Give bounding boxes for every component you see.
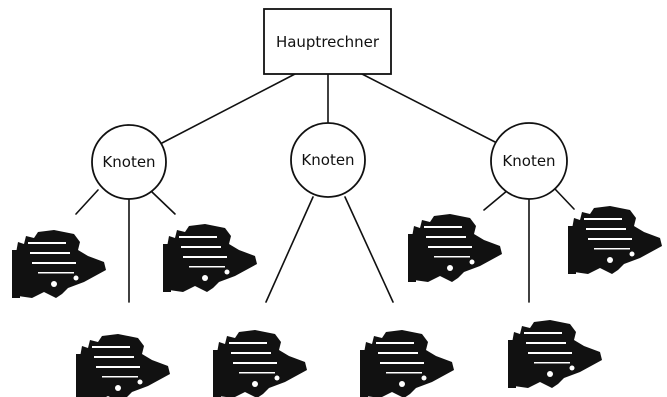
printing-machine-icon bbox=[76, 334, 170, 397]
edge-node-3-machine-3 bbox=[483, 189, 509, 211]
printing-machine-icon bbox=[213, 330, 307, 397]
printing-machine-icon bbox=[12, 230, 106, 298]
main-computer-box: Hauptrechner bbox=[263, 8, 392, 75]
printing-machine-icon bbox=[360, 330, 454, 397]
main-computer-label: Hauptrechner bbox=[276, 33, 380, 51]
node-3: Knoten bbox=[490, 122, 568, 200]
printing-machine-icon bbox=[408, 214, 502, 282]
edge-root-node-1 bbox=[161, 73, 296, 144]
edge-node-2-machine-5 bbox=[265, 196, 314, 303]
edge-root-node-3 bbox=[361, 73, 498, 144]
printing-machine-icon bbox=[163, 224, 257, 292]
node-2: Knoten bbox=[290, 122, 366, 198]
printing-machine-icon bbox=[568, 206, 662, 274]
edge-node-2-machine-6 bbox=[344, 196, 394, 303]
edge-node-3-machine-8 bbox=[554, 188, 575, 210]
edge-node-1-machine-1 bbox=[75, 189, 99, 215]
node-1: Knoten bbox=[91, 124, 167, 200]
node-2-label: Knoten bbox=[301, 151, 354, 169]
printing-machine-icon bbox=[508, 320, 602, 388]
edge-node-1-machine-2 bbox=[151, 191, 176, 215]
node-3-label: Knoten bbox=[502, 152, 555, 170]
node-1-label: Knoten bbox=[102, 153, 155, 171]
